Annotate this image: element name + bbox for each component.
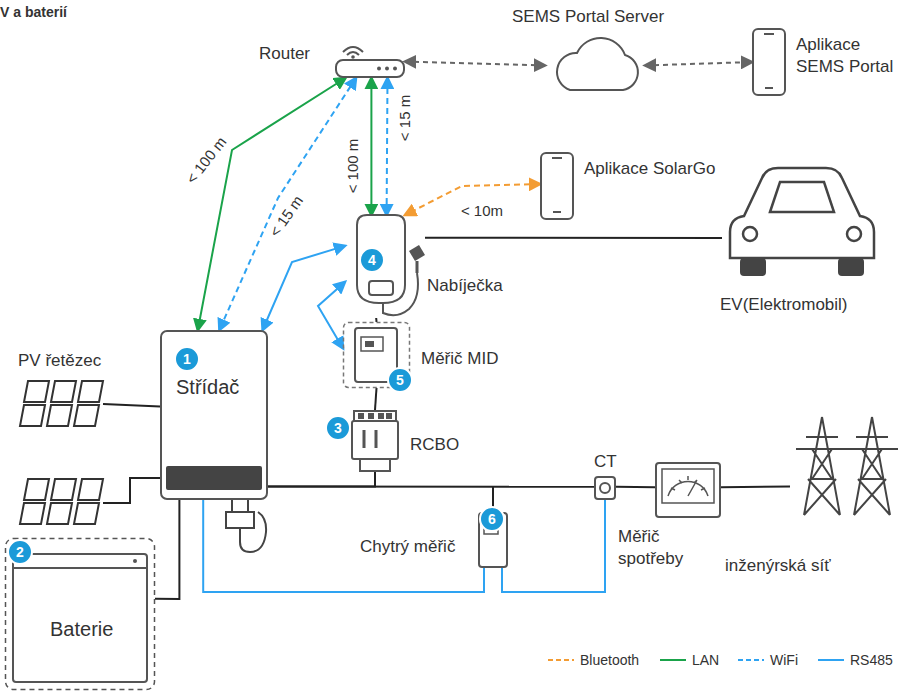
connector <box>198 78 346 330</box>
connector <box>375 388 377 410</box>
device-node: inženýrská síť <box>790 415 910 517</box>
connector <box>645 62 752 66</box>
node-shape <box>540 152 576 216</box>
connector <box>425 237 722 239</box>
legend-sample <box>548 657 574 663</box>
node-shape <box>350 410 400 472</box>
legend-sample <box>818 657 844 663</box>
connector <box>103 404 160 407</box>
legend-item: Bluetooth <box>548 652 639 668</box>
callout-number: 5 <box>387 367 413 393</box>
device-node: SEMS Portal Server <box>545 38 645 93</box>
legend-sample <box>738 657 764 663</box>
legend-item: LAN <box>660 652 719 668</box>
pv-panel <box>20 479 103 524</box>
legend-text: LAN <box>692 652 719 668</box>
connector <box>203 500 484 592</box>
connector <box>155 500 179 599</box>
connector <box>375 318 377 322</box>
distance-label: < 100 m <box>181 132 230 189</box>
dc-wire <box>103 478 160 503</box>
node-shape <box>18 380 103 428</box>
title: V a baterií <box>0 4 67 20</box>
node-shape <box>335 45 405 78</box>
node-shape <box>752 28 786 96</box>
device-node: RCBO <box>350 410 400 472</box>
device-label: Aplikace SEMS Portal <box>796 34 911 78</box>
connector <box>502 500 605 592</box>
node-shape <box>345 215 425 318</box>
device-label: Router <box>259 43 310 65</box>
device-node: Nabíječka <box>345 215 425 318</box>
distance-label: < 100 m <box>344 137 361 196</box>
connector <box>721 485 790 488</box>
callout-number: 4 <box>359 247 385 273</box>
legend-text: RS485 <box>850 652 893 668</box>
device-node: Měřič spotřeby <box>655 462 721 518</box>
plug-cable <box>226 500 266 552</box>
device-label: Měřič MID <box>421 348 498 370</box>
device-node: Aplikace SolarGo <box>540 152 576 216</box>
callout-number: 6 <box>479 506 505 532</box>
connector <box>616 486 655 488</box>
legend-item: RS485 <box>818 652 893 668</box>
connector <box>386 78 389 215</box>
legend-item: WiFi <box>738 652 798 668</box>
device-label: RCBO <box>410 434 459 456</box>
device-label: inženýrská síť <box>725 555 831 577</box>
node-shape <box>722 160 882 280</box>
connector <box>370 78 372 215</box>
callout-number: 3 <box>325 415 351 441</box>
connector <box>405 62 545 66</box>
node-shape <box>594 476 616 500</box>
distance-label: < 10m <box>459 202 505 219</box>
legend-text: Bluetooth <box>580 652 639 668</box>
device-node: Router <box>335 45 405 78</box>
device-node: Aplikace SEMS Portal <box>752 28 786 96</box>
connector <box>268 485 594 487</box>
device-label: Baterie <box>50 618 113 640</box>
legend-sample <box>660 657 686 663</box>
connector <box>219 78 356 330</box>
node-shape <box>545 38 645 93</box>
device-label: Střídač <box>176 376 239 398</box>
callout-number: 1 <box>174 346 200 372</box>
device-label: SEMS Portal Server <box>512 6 664 28</box>
device-label: Nabíječka <box>427 275 503 297</box>
connector <box>263 246 345 330</box>
node-shape <box>655 462 721 518</box>
device-label: PV řetězec <box>18 350 101 372</box>
device-label: Aplikace SolarGo <box>584 158 715 180</box>
device-node: EV(Elektromobil) <box>722 160 882 280</box>
connector <box>268 472 375 486</box>
legend-text: WiFi <box>770 652 798 668</box>
callout-number: 2 <box>7 539 33 565</box>
device-node: PV řetězec <box>18 380 103 428</box>
device-label: CT <box>594 451 617 473</box>
device-label: EV(Elektromobil) <box>720 294 848 316</box>
device-label: Chytrý měřič <box>360 536 455 558</box>
device-label: Měřič spotřeby <box>618 526 708 570</box>
distance-label: < 15 m <box>396 93 413 143</box>
connector <box>318 282 345 349</box>
node-shape <box>790 415 910 517</box>
device-node: CT <box>594 476 616 500</box>
